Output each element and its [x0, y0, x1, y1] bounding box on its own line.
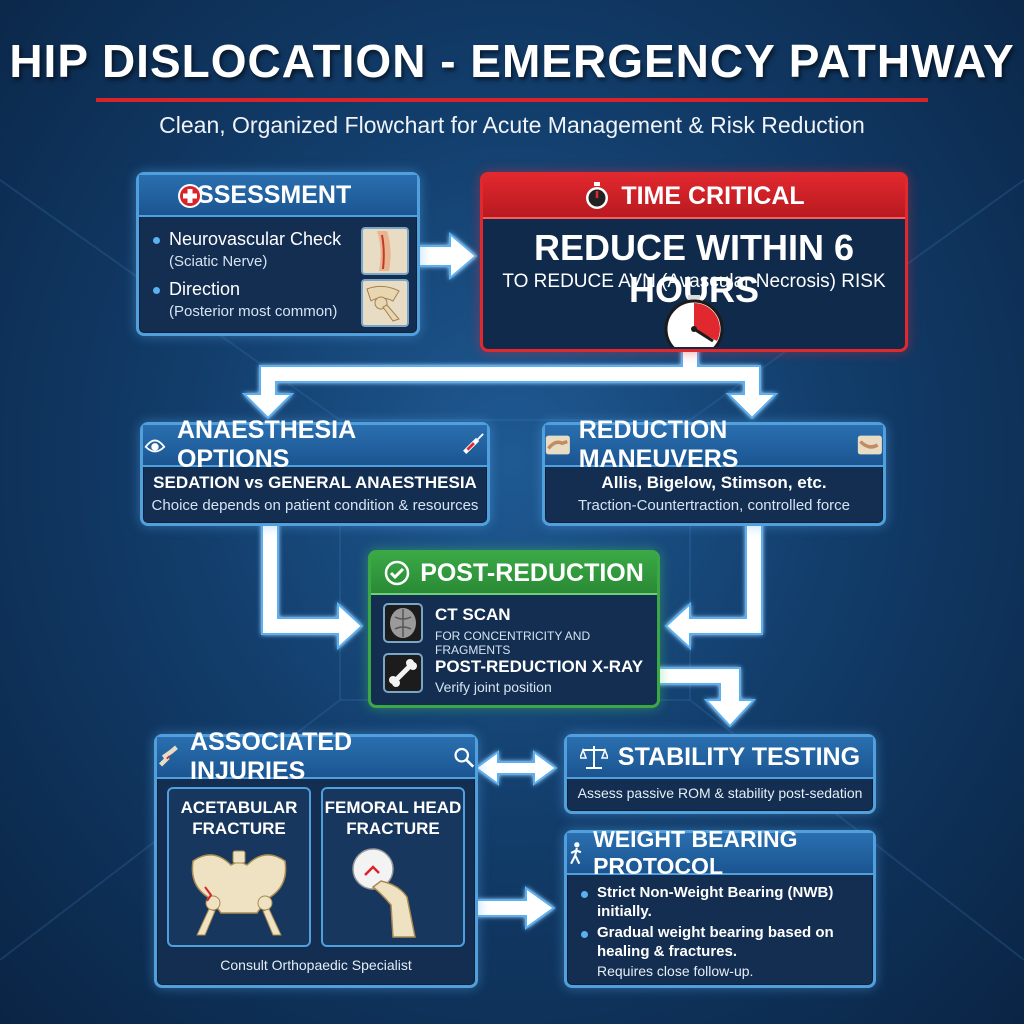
clock-icon	[664, 295, 724, 347]
bone-icon	[383, 653, 423, 693]
fracture-icon	[158, 745, 178, 767]
hands-icon	[858, 435, 883, 455]
bullet-dot	[581, 891, 588, 898]
direction-label: Direction	[169, 279, 241, 299]
weight-bearing-header: WEIGHT BEARING PROTOCOL	[567, 826, 873, 879]
xray-label: POST-REDUCTION X-RAY	[435, 657, 644, 676]
follow-up-note: Requires close follow-up.	[597, 963, 754, 979]
ct-scan-note: FOR CONCENTRICITY AND FRAGMENTS	[435, 629, 591, 657]
arrow-reduction-to-post	[664, 521, 763, 651]
associated-header: ASSOCIATED INJURIES	[157, 728, 475, 785]
femoral-head-label: FEMORAL HEAD FRACTURE	[324, 798, 462, 838]
ct-scan-label: CT SCAN	[435, 605, 511, 624]
reduction-box: REDUCTION MANEUVERS Allis, Bigelow, Stim…	[542, 416, 886, 526]
nwb-instruction: Strict Non-Weight Bearing (NWB) initiall…	[597, 884, 834, 920]
hip-joint-icon	[361, 279, 409, 327]
pelvis-icon	[191, 850, 287, 936]
femur-icon	[352, 848, 416, 938]
page-title: HIP DISLOCATION - EMERGENCY PATHWAY	[9, 35, 1015, 87]
scales-icon	[579, 746, 608, 769]
anaesthesia-title: ANAESTHESIA OPTIONS	[176, 416, 356, 473]
stopwatch-icon	[586, 182, 609, 209]
arrow-assessment-to-time	[417, 231, 478, 281]
consult-specialist-note: Consult Orthopaedic Specialist	[220, 957, 412, 973]
stability-note: Assess passive ROM & stability post-seda…	[577, 785, 863, 801]
bullet-dot	[153, 237, 160, 244]
bullet-dot	[581, 931, 588, 938]
weight-bearing-title: WEIGHT BEARING PROTOCOL	[593, 826, 798, 879]
bullet-dot	[153, 287, 160, 294]
sedation-vs-general-label: SEDATION vs GENERAL ANAESTHESIA	[153, 473, 477, 492]
time-critical-title: TIME CRITICAL	[621, 181, 805, 210]
stability-title: STABILITY TESTING	[617, 742, 861, 771]
weight-bearing-box: WEIGHT BEARING PROTOCOL Strict Non-Weigh…	[564, 826, 876, 988]
brain-scan-icon	[383, 603, 423, 643]
maneuvers-list: Allis, Bigelow, Stimson, etc.	[601, 473, 827, 492]
stability-header: STABILITY TESTING	[567, 737, 873, 779]
title-underline	[96, 98, 928, 102]
post-reduction-title: POST-REDUCTION	[420, 558, 644, 587]
anaesthesia-header: ANAESTHESIA OPTIONS	[143, 416, 487, 473]
acetabular-label: ACETABULAR FRACTURE	[180, 798, 298, 838]
assessment-header: ASSESSMENT	[139, 175, 417, 217]
time-critical-box: TIME CRITICAL REDUCE WITHIN 6 HOURS TO R…	[480, 172, 908, 352]
magnifier-icon	[454, 747, 475, 768]
acetabular-card: ACETABULAR FRACTURE	[167, 787, 311, 947]
leg-nerve-icon	[361, 227, 409, 275]
walking-person-icon	[570, 842, 582, 865]
reduction-header: REDUCTION MANEUVERS	[545, 416, 883, 473]
assessment-box: ASSESSMENT Neurovascular Check (Sciatic …	[136, 172, 420, 336]
posterior-note: (Posterior most common)	[169, 303, 338, 320]
associated-title: ASSOCIATED INJURIES	[190, 728, 353, 785]
page-subtitle: Clean, Organized Flowchart for Acute Man…	[159, 112, 865, 138]
xray-note: Verify joint position	[435, 679, 552, 695]
avn-risk-subline: TO REDUCE AVN (Avascular Necrosis) RISK	[502, 271, 886, 292]
medical-cross-icon	[178, 184, 202, 208]
post-reduction-box: POST-REDUCTION CT SCAN FOR CONCENTRICITY…	[368, 550, 660, 708]
neurovascular-check-label: Neurovascular Check	[169, 229, 342, 249]
gradual-weight-instruction: Gradual weight bearing based on healing …	[597, 924, 834, 960]
femoral-head-card: FEMORAL HEAD FRACTURE	[321, 787, 465, 947]
traction-note: Traction-Countertraction, controlled for…	[577, 497, 851, 514]
stability-testing-box: STABILITY TESTING Assess passive ROM & s…	[564, 734, 876, 814]
arrow-split	[241, 347, 779, 420]
associated-injuries-box: ASSOCIATED INJURIES ACETABULAR FRACTURE …	[154, 728, 478, 988]
arrow-post-to-stability	[657, 667, 757, 728]
check-icon	[384, 560, 410, 586]
hands-icon	[545, 435, 570, 455]
syringe-icon	[463, 433, 484, 454]
arrow-associated-to-weight	[473, 886, 556, 930]
arrow-anaesthesia-to-post	[261, 521, 364, 651]
assessment-title: ASSESSMENT	[179, 180, 352, 209]
post-reduction-header: POST-REDUCTION	[371, 553, 657, 595]
anaesthesia-choice-note: Choice depends on patient condition & re…	[151, 497, 479, 514]
time-critical-header: TIME CRITICAL	[483, 175, 905, 219]
anaesthesia-box: ANAESTHESIA OPTIONS SEDATION vs GENERAL …	[140, 416, 490, 526]
sciatic-nerve-note: (Sciatic Nerve)	[169, 253, 268, 270]
reduction-title: REDUCTION MANEUVERS	[578, 416, 739, 473]
arrow-associated-stability	[474, 750, 558, 786]
mask-icon	[144, 439, 166, 453]
